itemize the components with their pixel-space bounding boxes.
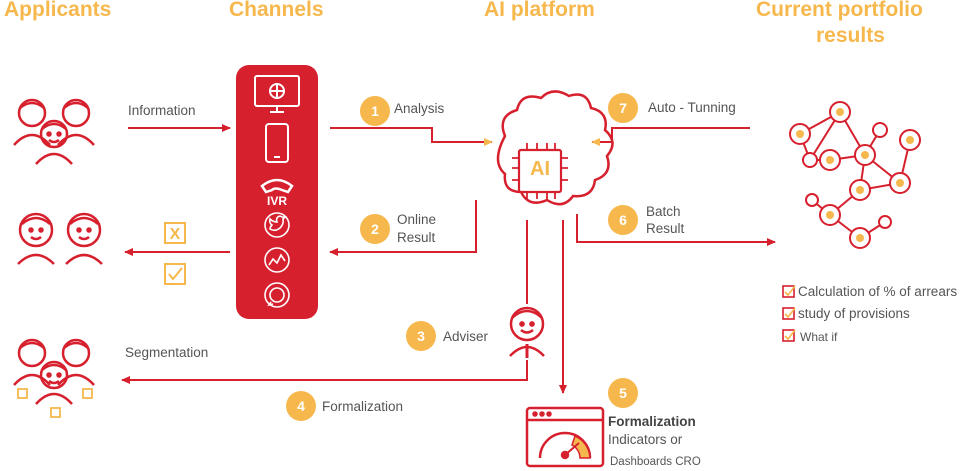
result-item: Calculation of % of arrears — [798, 284, 958, 299]
adviser-icon — [509, 306, 545, 358]
step-badge-4: 4 — [286, 391, 316, 421]
label-online-line2: Result — [397, 230, 436, 245]
accept-checkbox-icon — [164, 263, 186, 285]
dashboard-line2: Indicators or — [608, 432, 683, 447]
step-badge-2: 2 — [360, 214, 390, 244]
whatsapp-icon — [264, 282, 290, 308]
smartphone-icon — [265, 123, 289, 163]
dashboard-line3: Dashboards CRO — [610, 456, 701, 468]
result-check-icons — [782, 285, 796, 342]
reject-box-icon — [164, 222, 186, 244]
result-item: study of provisions — [798, 306, 910, 321]
label-batch-line2: Result — [646, 221, 685, 236]
step-badge-3: 3 — [406, 321, 436, 351]
step-badge-5: 5 — [608, 378, 638, 408]
label-analysis: Analysis — [394, 101, 445, 116]
result-item: What if — [800, 330, 838, 344]
channels-device — [236, 65, 318, 319]
step-badge-1: 1 — [360, 96, 390, 126]
chart-line-icon — [264, 247, 290, 273]
label-information: Information — [128, 103, 196, 118]
label-auto-tunning: Auto - Tunning — [648, 100, 736, 115]
ai-chip-label: AI — [530, 158, 550, 180]
dashboard-icon — [525, 406, 605, 468]
telephone-icon — [260, 178, 294, 194]
arrow-online-result — [329, 200, 477, 256]
reject-mark: X — [170, 226, 181, 243]
dashboard-title: Formalization — [608, 414, 696, 429]
header-ai-platform: AI platform — [484, 0, 595, 21]
label-batch-line1: Batch — [646, 204, 681, 219]
step-badge-7: 7 — [608, 93, 638, 123]
arrow-batch-result — [576, 214, 776, 246]
applicants-segmentation-icon — [13, 338, 95, 418]
header-portfolio-line2: results — [816, 24, 885, 47]
ai-brain-icon — [496, 90, 614, 206]
header-portfolio-line1: Current portfolio — [756, 0, 923, 21]
monitor-icon — [254, 75, 300, 113]
step-badge-6: 6 — [608, 205, 638, 235]
arrow-analysis — [330, 127, 493, 146]
header-channels: Channels — [229, 0, 324, 21]
arrow-auto-tuning — [591, 127, 750, 146]
portfolio-network-icon — [789, 101, 921, 249]
label-online-line1: Online — [397, 212, 437, 227]
label-adviser: Adviser — [443, 329, 489, 344]
ivr-label: IVR — [266, 194, 287, 208]
applicants-group-icon — [13, 98, 95, 165]
applicants-result-icon — [17, 212, 103, 265]
label-formalization: Formalization — [322, 399, 404, 414]
arrow-formalization — [121, 360, 528, 384]
twitter-icon — [264, 212, 290, 238]
header-applicants: Applicants — [4, 0, 112, 21]
label-segmentation: Segmentation — [125, 345, 209, 360]
